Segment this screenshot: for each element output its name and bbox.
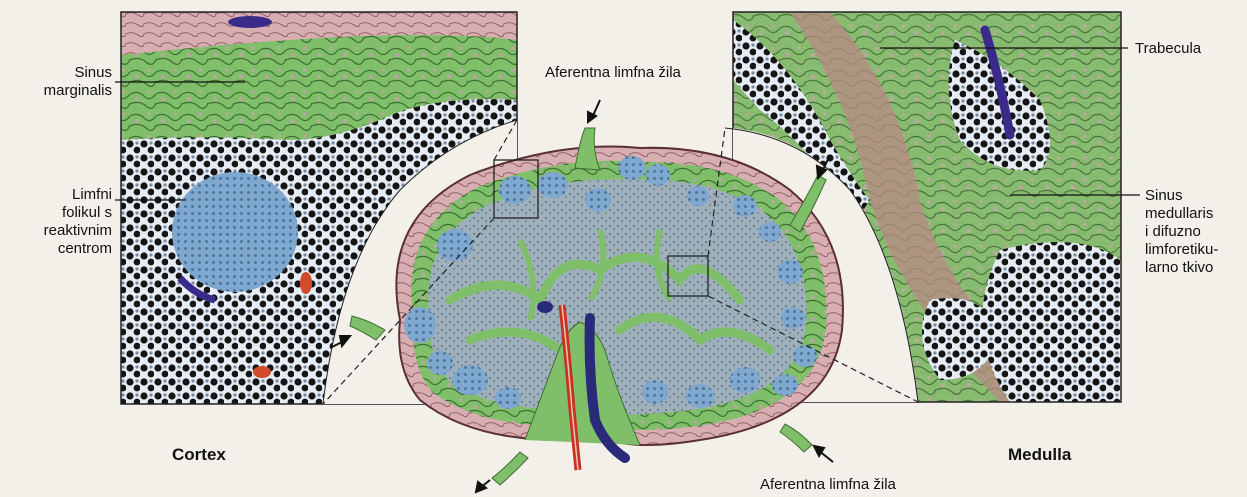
label-text: i difuzno [1145, 223, 1218, 241]
label-text: limforetiku- [1145, 241, 1218, 259]
label-aferentna-bottom: Aferentna limfna žila [760, 476, 896, 494]
label-sinus-marginalis: Sinus marginalis [30, 64, 112, 100]
label-text: reaktivnim [20, 222, 112, 240]
label-text: marginalis [30, 82, 112, 100]
label-sinus-medullaris: Sinus medullaris i difuzno limforetiku- … [1145, 187, 1218, 277]
label-text: Limfni [20, 186, 112, 204]
reactive-follicle [172, 172, 298, 292]
label-text: larno tkivo [1145, 259, 1218, 277]
label-limfni-folikul: Limfni folikul s reaktivnim centrom [20, 186, 112, 258]
label-aferentna-top: Aferentna limfna žila [545, 64, 681, 82]
label-cortex: Cortex [172, 446, 226, 464]
label-trabecula: Trabecula [1135, 40, 1201, 58]
label-text: medullaris [1145, 205, 1218, 223]
label-text: Sinus [30, 64, 112, 82]
label-text: Sinus [1145, 187, 1218, 205]
lymph-node [396, 147, 843, 470]
label-text: folikul s [20, 204, 112, 222]
label-text: centrom [20, 240, 112, 258]
label-medulla: Medulla [1008, 446, 1071, 464]
